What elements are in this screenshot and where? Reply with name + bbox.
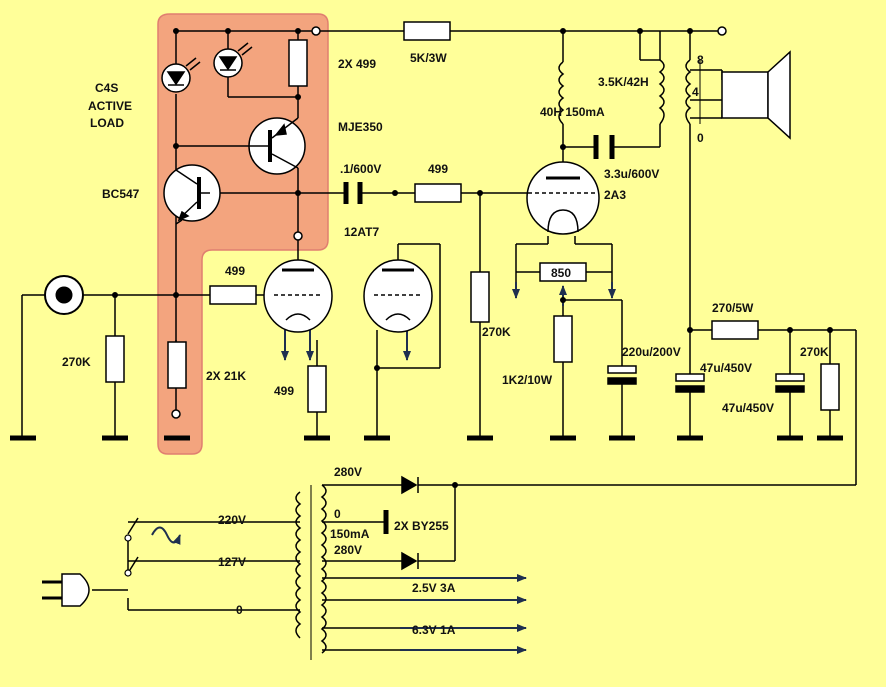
resistor-270k-right <box>820 363 840 411</box>
label-2a3: 2A3 <box>604 188 626 202</box>
label-2x499: 2X 499 <box>338 57 376 71</box>
label-ot0: 0 <box>697 131 704 145</box>
label-diodes: 2X BY255 <box>394 519 449 533</box>
label-270k-right: 270K <box>800 345 829 359</box>
capacitor-01-600 <box>343 182 363 204</box>
label-499-2a3: 499 <box>428 162 448 176</box>
resistor-270-5w <box>711 320 759 340</box>
resistor-499-cathode <box>307 365 327 413</box>
label-c4s-2: ACTIVE <box>88 99 132 113</box>
power-transformer <box>295 484 327 660</box>
resistor-850 <box>539 262 587 282</box>
label-1k2: 1K2/10W <box>502 373 553 387</box>
input-jack-icon <box>44 275 84 315</box>
switch-icon <box>124 534 132 577</box>
transistor-bc547-icon <box>163 164 221 222</box>
label-270k-in: 270K <box>62 355 91 369</box>
label-280a: 280V <box>334 465 362 479</box>
label-47u-b: 47u/450V <box>722 401 774 415</box>
label-35k: 3.5K/42H <box>598 75 649 89</box>
label-270k-mid: 270K <box>482 325 511 339</box>
tube-12at7-a-icon <box>263 259 333 333</box>
label-pri0: 0 <box>236 603 243 617</box>
label-40h: 40H 150mA <box>540 105 605 119</box>
led-1-icon <box>161 57 201 93</box>
label-280b: 280V <box>334 543 362 557</box>
label-c4s-3: LOAD <box>90 116 124 130</box>
speaker-icon <box>721 50 791 140</box>
label-ot8: 8 <box>697 53 704 67</box>
choke-40h-coil <box>558 61 565 125</box>
capacitor-47u-a <box>675 373 705 393</box>
resistor-270k-mid <box>470 271 490 323</box>
label-220v: 220V <box>218 513 246 527</box>
tube-2a3-icon <box>526 161 600 235</box>
label-63v: 6.3V 1A <box>412 623 456 637</box>
label-pt0: 0 <box>334 507 341 521</box>
capacitor-33u <box>593 135 615 159</box>
resistor-2x21k <box>167 341 187 389</box>
transistor-mje350-icon <box>248 117 306 175</box>
resistor-499-2a3 <box>414 183 462 203</box>
label-150ma: 150mA <box>330 527 370 541</box>
label-2x21k: 2X 21K <box>206 369 246 383</box>
label-127v: 127V <box>218 555 246 569</box>
resistor-499-grid <box>209 285 257 305</box>
resistor-5k3w <box>403 21 451 41</box>
label-5k3w: 5K/3W <box>410 51 447 65</box>
label-01-600: .1/600V <box>340 162 381 176</box>
label-499-cathode: 499 <box>274 384 294 398</box>
capacitor-47u-b <box>775 373 805 393</box>
diode-lower-icon <box>401 551 419 571</box>
label-ot4: 4 <box>692 85 699 99</box>
label-220u: 220u/200V <box>622 345 681 359</box>
ot-secondary-coil <box>685 59 692 125</box>
label-499-grid: 499 <box>225 264 245 278</box>
label-12at7: 12AT7 <box>344 225 379 239</box>
tube-12at7-b-icon <box>363 259 433 333</box>
label-270-5w: 270/5W <box>712 301 754 315</box>
resistor-270k-in <box>105 335 125 383</box>
diode-upper-icon <box>401 475 419 495</box>
resistor-1k2 <box>553 315 573 363</box>
resistor-2x499 <box>288 39 308 87</box>
label-bc547: BC547 <box>102 187 140 201</box>
label-33u: 3.3u/600V <box>604 167 659 181</box>
label-25v: 2.5V 3A <box>412 581 456 595</box>
label-mje350: MJE350 <box>338 120 383 134</box>
capacitor-220u <box>607 365 637 385</box>
label-850: 850 <box>551 266 571 280</box>
label-c4s-1: C4S <box>95 81 118 95</box>
label-47u-a: 47u/450V <box>700 361 752 375</box>
led-2-icon <box>213 42 253 78</box>
mains-plug-icon <box>42 573 90 607</box>
ot-primary-coil <box>658 59 665 125</box>
